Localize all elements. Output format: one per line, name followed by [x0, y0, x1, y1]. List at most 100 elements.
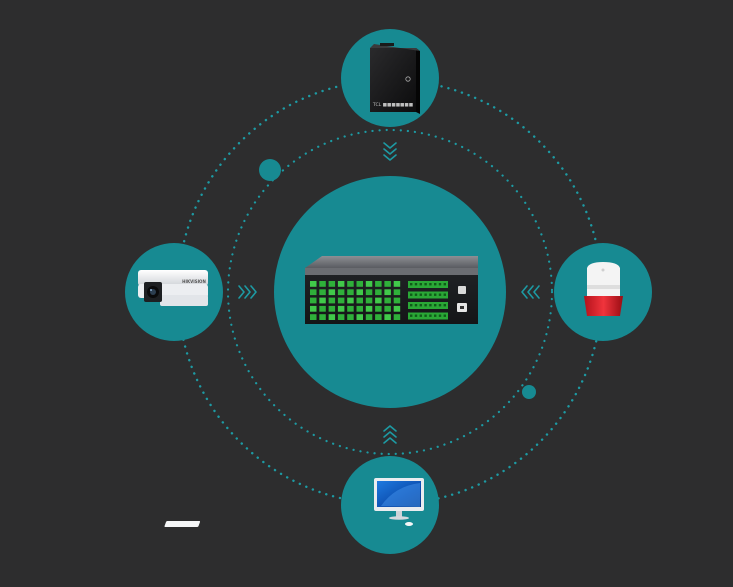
port: [393, 305, 401, 312]
terminal-screw: [414, 283, 418, 286]
terminal-screw: [434, 283, 437, 286]
terminal-screw: [424, 293, 427, 296]
terminal-screw: [438, 283, 442, 286]
terminal-screw: [429, 283, 432, 286]
port: [347, 297, 354, 304]
port: [356, 314, 363, 320]
port: [365, 297, 373, 304]
terminal-screw: [424, 283, 427, 286]
orbit-bead-lower-right: [522, 385, 536, 399]
terminal-screw: [414, 304, 418, 307]
port: [337, 281, 345, 287]
port: [310, 314, 317, 320]
terminal-screw: [434, 293, 437, 296]
port: [375, 314, 382, 320]
port: [356, 305, 363, 312]
wall-mounted-control-box-icon: TCL ■■■■■■■: [370, 43, 420, 114]
camera-brand-label: HIKVISION: [182, 279, 206, 284]
arrow-right-icon: [238, 285, 257, 299]
port: [393, 297, 401, 304]
terminal-screw: [419, 304, 422, 307]
port: [328, 281, 336, 287]
terminal-screw: [434, 314, 437, 317]
terminal-screw: [419, 283, 422, 286]
port: [356, 297, 363, 304]
port: [384, 281, 391, 287]
port: [356, 289, 363, 296]
port: [328, 297, 336, 304]
port: [393, 314, 401, 320]
port: [310, 297, 317, 304]
port: [337, 297, 345, 304]
terminal-block: [408, 281, 448, 288]
port: [347, 281, 354, 287]
port: [384, 314, 391, 320]
terminal-screw: [410, 304, 413, 307]
port: [319, 281, 326, 287]
port: [384, 297, 391, 304]
port: [393, 281, 401, 287]
desktop-computer-icon: [164, 478, 424, 527]
terminal-screw: [424, 314, 427, 317]
port: [310, 289, 317, 296]
terminal-screw: [429, 293, 432, 296]
port: [384, 305, 391, 312]
terminal-screw: [429, 314, 432, 317]
port: [319, 289, 326, 296]
port: [393, 289, 401, 296]
flow-arrows: [238, 142, 540, 444]
port: [365, 314, 373, 320]
port: [328, 314, 336, 320]
terminal-block: [408, 291, 448, 299]
port: [375, 289, 382, 296]
multi-port-rack-controller-icon: [305, 256, 478, 324]
port: [365, 281, 373, 287]
terminal-screw: [429, 304, 432, 307]
arrow-down-icon: [383, 142, 397, 161]
terminal-screw: [424, 304, 427, 307]
port: [337, 305, 345, 312]
port: [347, 305, 354, 312]
terminal-screw: [410, 293, 413, 296]
bullet-security-camera-icon: HIKVISION: [138, 270, 208, 306]
terminal-blocks: [408, 281, 448, 320]
port: [375, 297, 382, 304]
port: [347, 289, 354, 296]
port: [375, 281, 382, 287]
port: [310, 305, 317, 312]
terminal-screw: [438, 293, 442, 296]
terminal-screw: [419, 293, 422, 296]
terminal-screw: [438, 304, 442, 307]
device-nameplate: TCL ■■■■■■■: [372, 102, 413, 108]
terminal-block: [408, 302, 448, 309]
port: [337, 289, 345, 296]
terminal-screw: [443, 283, 446, 286]
terminal-screw: [410, 314, 413, 317]
port: [328, 289, 336, 296]
port: [337, 314, 345, 320]
strobe-siren-alarm-icon: [584, 262, 623, 316]
port: [347, 314, 354, 320]
port-grid: [310, 281, 401, 320]
port: [365, 289, 373, 296]
power-switch-icon: [458, 286, 466, 294]
port: [384, 289, 391, 296]
terminal-screw: [443, 304, 446, 307]
terminal-screw: [438, 314, 442, 317]
port: [356, 281, 363, 287]
arrow-left-icon: [521, 285, 540, 299]
port: [328, 305, 336, 312]
inner-orbit-ring: [226, 128, 554, 456]
terminal-screw: [414, 314, 418, 317]
port: [319, 314, 326, 320]
terminal-screw: [434, 304, 437, 307]
port: [365, 305, 373, 312]
terminal-screw: [443, 293, 446, 296]
orbit-bead-upper-left: [259, 159, 281, 181]
terminal-screw: [410, 283, 413, 286]
terminal-screw: [443, 314, 446, 317]
port: [319, 297, 326, 304]
arrow-up-icon: [383, 425, 397, 444]
